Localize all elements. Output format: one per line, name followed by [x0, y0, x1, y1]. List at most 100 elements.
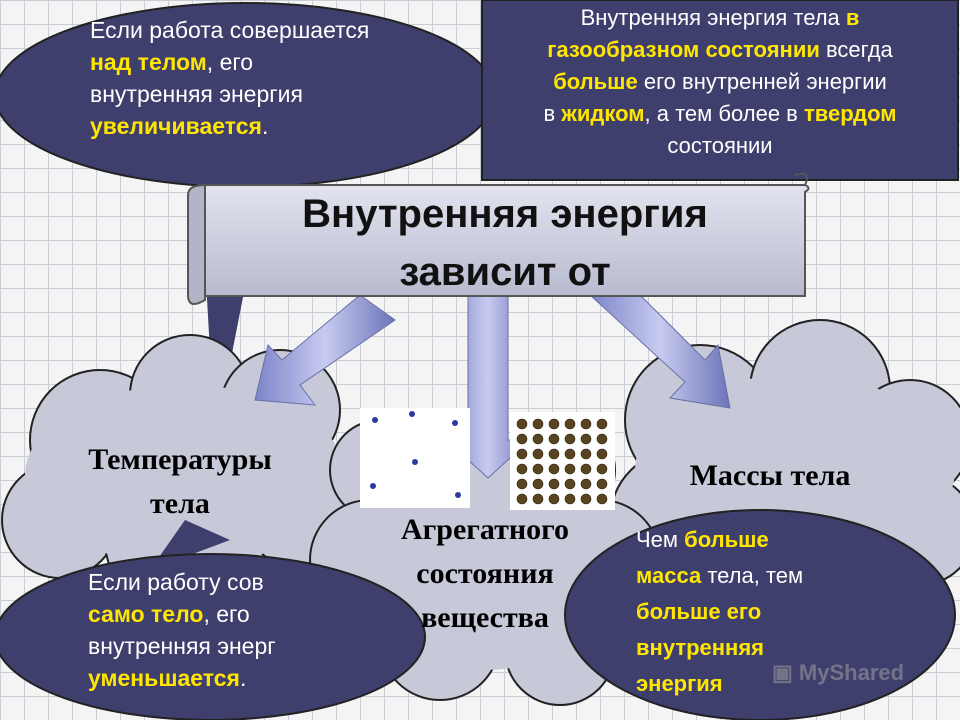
bubble-line: внутренняя энергия [90, 81, 303, 107]
bubble-line: увеличивается. [90, 110, 450, 142]
watermark-text: MyShared [798, 660, 905, 685]
lattice-particle [596, 493, 608, 505]
cloud-mass-label: Массы тела [689, 459, 851, 492]
lattice-particle [564, 433, 576, 445]
lattice-particle [548, 418, 560, 430]
highlight-text: больше [684, 527, 769, 552]
bottom-right-bubble-shape [564, 509, 956, 720]
box-line: состоянии [667, 133, 773, 158]
title-scroll-shape [187, 172, 810, 305]
lattice-particle [548, 493, 560, 505]
lattice-particle [548, 448, 560, 460]
lattice-particle [516, 448, 528, 460]
text-segment: . [261, 113, 269, 139]
main-title: Внутренняя энергия зависит от [205, 185, 805, 301]
lattice-particle [580, 448, 592, 460]
bubble-line: масса тела, тем [636, 558, 896, 594]
text-segment: его внутренней энергии [637, 69, 887, 94]
top-right-box-shape [481, 0, 959, 181]
solid-lattice-icon [510, 412, 615, 510]
lattice-particle [564, 418, 576, 430]
bubble-line: над телом, его [90, 46, 450, 78]
highlight-text: жидком [561, 101, 645, 126]
lattice-particle [516, 418, 528, 430]
label-line: состояния [416, 557, 554, 590]
bottom-left-bubble: Если работу сов само тело, его внутрення… [88, 566, 348, 694]
text-segment: , его [203, 601, 250, 627]
main-title-line2: зависит от [399, 250, 611, 294]
top-right-box: Внутренняя энергия тела в газообразном с… [490, 2, 950, 162]
lattice-particle [580, 493, 592, 505]
lattice-particle [596, 478, 608, 490]
lattice-particle [580, 463, 592, 475]
bubble-line: внутренняя [636, 630, 896, 666]
lattice-particle [548, 463, 560, 475]
lattice-particle [516, 493, 528, 505]
highlight-text: масса [636, 563, 702, 588]
highlight-text: в [845, 5, 860, 30]
highlight-text: увеличивается [90, 113, 262, 139]
lattice-particle [564, 493, 576, 505]
highlight-text: больше его [636, 599, 762, 624]
text-segment: всегда [819, 37, 893, 62]
label-line: вещества [421, 601, 549, 634]
lattice-particle [532, 478, 544, 490]
lattice-particle [596, 448, 608, 460]
bottom-right-bubble: Чем больше масса тела, тем больше его вн… [636, 522, 896, 702]
box-line: Внутренняя энергия тела в [490, 2, 950, 34]
highlight-text: газообразном состоянии [547, 37, 820, 62]
label-line: Агрегатного [400, 513, 570, 546]
box-line: в жидком, а тем более в твердом [490, 98, 950, 130]
lattice-particle [532, 493, 544, 505]
lattice-particle [532, 418, 544, 430]
watermark: ▣ MyShared [772, 660, 904, 686]
text-segment: , его [206, 49, 254, 75]
highlight-text: над телом [90, 49, 207, 75]
text-segment: Чем [636, 527, 685, 552]
highlight-text: энергия [636, 671, 723, 696]
highlight-text: внутренняя [636, 635, 765, 660]
cloud-aggregate-label: Агрегатного состояния вещества [360, 508, 610, 640]
watermark-logo-icon: ▣ [772, 660, 799, 685]
box-line: больше его внутренней энергии [490, 66, 950, 98]
bubble-line: Если работа совершается [90, 17, 370, 43]
lattice-particle [564, 478, 576, 490]
lattice-particle [516, 463, 528, 475]
lattice-particle [564, 448, 576, 460]
lattice-particle [580, 433, 592, 445]
lattice-particle [596, 463, 608, 475]
lattice-particle [580, 418, 592, 430]
highlight-text: твердом [803, 101, 897, 126]
label-line: тела [150, 487, 210, 520]
highlight-text: само тело [88, 601, 204, 627]
bubble-line: Если работу сов [88, 569, 264, 595]
bubble-line: энергия [636, 666, 896, 702]
cloud-temperature-label: Температуры тела [40, 438, 320, 526]
bubble-line: уменьшается. [88, 662, 348, 694]
bottom-left-bubble-shape [0, 520, 426, 720]
lattice-particle [532, 463, 544, 475]
text-segment: Внутренняя энергия тела [580, 5, 846, 30]
main-title-line1: Внутренняя энергия [302, 192, 708, 236]
bubble-line: само тело, его [88, 598, 348, 630]
bubble-line: больше его [636, 594, 896, 630]
lattice-particle [548, 433, 560, 445]
highlight-text: больше [553, 69, 638, 94]
lattice-particle [580, 478, 592, 490]
text-segment: в [543, 101, 562, 126]
text-segment: тела, тем [701, 563, 804, 588]
lattice-particle [516, 478, 528, 490]
lattice-particle [596, 433, 608, 445]
box-line: газообразном состоянии всегда [490, 34, 950, 66]
lattice-particle [532, 433, 544, 445]
top-left-bubble: Если работа совершается над телом, его в… [90, 14, 450, 142]
lattice-particle [564, 463, 576, 475]
label-line: Температуры [88, 443, 272, 476]
lattice-particle [548, 478, 560, 490]
gas-particles-icon [360, 408, 470, 508]
highlight-text: уменьшается [88, 665, 240, 691]
text-segment: . [239, 665, 247, 691]
bubble-line: Чем больше [636, 522, 896, 558]
arrow-left-shape [254, 294, 396, 406]
